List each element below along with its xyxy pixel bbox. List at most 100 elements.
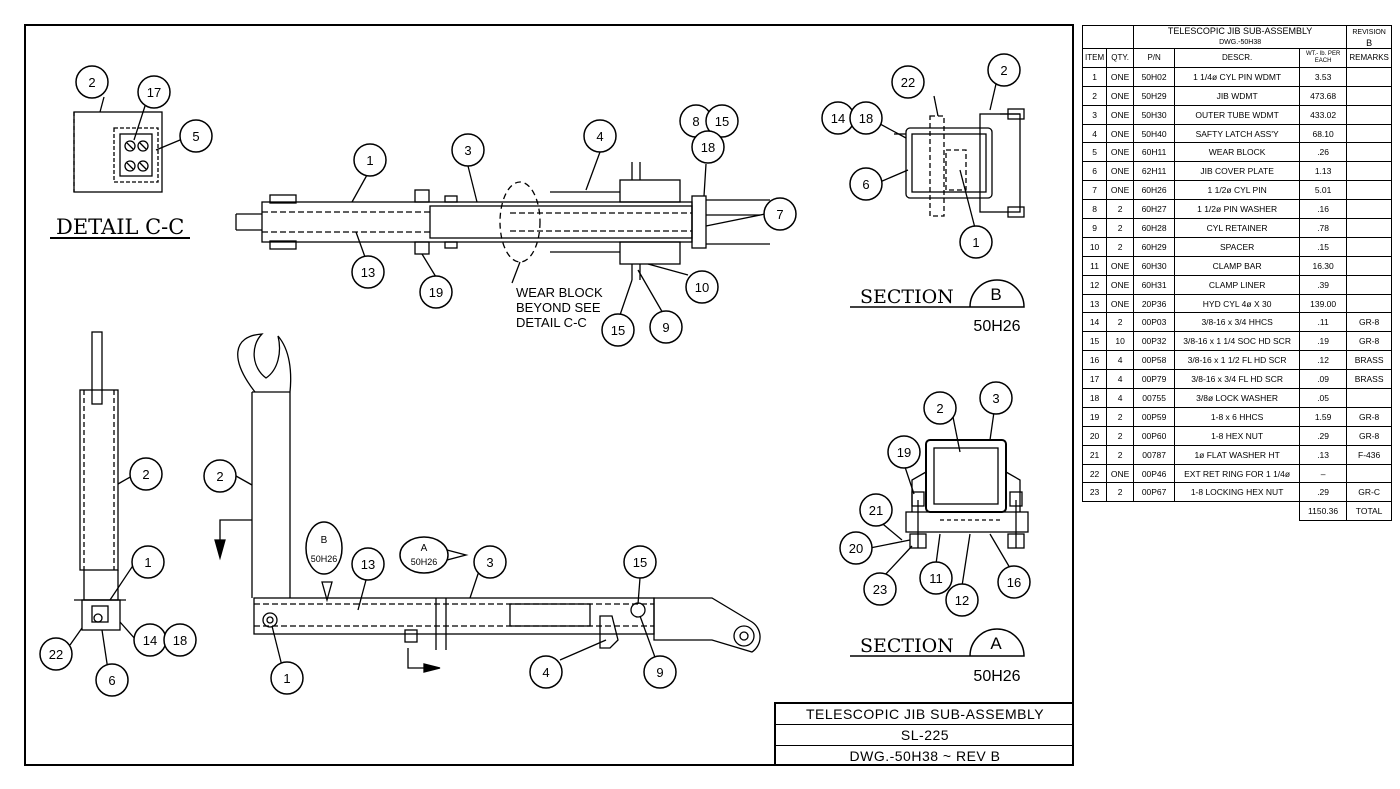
table-cell: 19	[1081, 406, 1108, 427]
section-a-letter: A	[990, 634, 1002, 653]
table-cell: 00P46	[1133, 463, 1176, 484]
table-cell: ONE	[1106, 293, 1135, 314]
table-cell: 2	[1106, 199, 1135, 220]
table-cell: CLAMP BAR	[1174, 255, 1301, 276]
table-cell	[1346, 180, 1393, 201]
table-cell: GR-8	[1346, 425, 1393, 446]
table-cell: 60H31	[1133, 274, 1176, 295]
balloon-label: 10	[695, 280, 709, 295]
table-cell: 60H28	[1133, 218, 1176, 238]
balloon-label: 15	[633, 555, 647, 570]
table-cell: 433.02	[1299, 104, 1348, 125]
section-b-view	[850, 83, 1025, 308]
cut-a-letter: A	[421, 543, 428, 554]
balloon-label: 13	[361, 557, 375, 572]
note-line-2: BEYOND SEE	[516, 300, 601, 315]
balloon-label: 4	[596, 129, 603, 144]
balloon-detail-2	[75, 65, 109, 99]
balloon-label: 21	[869, 503, 883, 518]
table-cell: 00787	[1133, 444, 1176, 465]
table-cell: .05	[1299, 388, 1348, 408]
table-cell: BRASS	[1346, 350, 1393, 371]
table-cell: 60H29	[1133, 236, 1176, 257]
table-cell: .09	[1299, 369, 1348, 390]
table-cell: 1 1/4ø CYL PIN WDMT	[1174, 66, 1301, 87]
table-cell: 62H11	[1133, 161, 1176, 182]
table-cell	[1346, 293, 1393, 314]
table-cell: 2	[1106, 482, 1135, 503]
table-cell: 3/8-16 x 3/4 HHCS	[1174, 312, 1301, 333]
table-cell: HYD CYL 4ø X 30	[1174, 293, 1301, 314]
table-cell	[1346, 199, 1393, 220]
note-line-1: WEAR BLOCK	[516, 285, 603, 300]
table-cell: WEAR BLOCK	[1174, 142, 1301, 163]
table-cell: 13	[1081, 293, 1108, 314]
table-cell: 4	[1081, 123, 1108, 144]
balloon-label: 9	[662, 320, 669, 335]
table-cell	[1346, 85, 1393, 106]
balloon-label: 7	[776, 207, 783, 222]
table-cell: 1-8 HEX NUT	[1174, 425, 1301, 446]
balloon-label: 1	[283, 671, 290, 686]
table-cell: .13	[1299, 444, 1348, 465]
balloon-label: 1	[144, 555, 151, 570]
table-cell: 4	[1106, 350, 1135, 371]
parts-table-title: TELESCOPIC JIB SUB-ASSEMBLY DWG.-50H38	[1133, 25, 1348, 49]
table-cell: ONE	[1106, 66, 1135, 87]
table-cell	[1346, 274, 1393, 295]
column-header: WT.- lb. PER EACH	[1299, 48, 1348, 68]
balloon-label: 20	[849, 541, 863, 556]
table-cell: 21	[1081, 444, 1108, 465]
note-line-3: DETAIL C-C	[516, 315, 587, 330]
table-cell	[1346, 142, 1393, 163]
balloon-label: 16	[1007, 575, 1021, 590]
top-view	[235, 151, 770, 316]
column-header: REMARKS	[1346, 48, 1393, 68]
table-cell: ONE	[1106, 274, 1135, 295]
table-cell: 22	[1081, 463, 1108, 484]
table-cell: 16	[1081, 350, 1108, 371]
total-weight: 1150.36	[1299, 501, 1348, 522]
table-cell: 00P32	[1133, 331, 1176, 352]
balloon-label: 13	[361, 265, 375, 280]
table-cell: CYL RETAINER	[1174, 218, 1301, 238]
table-cell: 00P79	[1133, 369, 1176, 390]
table-cell: ONE	[1106, 85, 1135, 106]
table-cell	[1346, 255, 1393, 276]
drawing-area: 2 17 5 1 3 4 8 15 18 7 13 19 10 15 9 14 …	[39, 53, 1031, 697]
table-cell: 2	[1106, 218, 1135, 238]
column-header: DESCR.	[1174, 48, 1301, 68]
balloon-label: 15	[715, 114, 729, 129]
section-b-ref: 50H26	[973, 318, 1020, 335]
title-block: TELESCOPIC JIB SUB-ASSEMBLY SL-225 DWG.-…	[774, 702, 1074, 766]
balloon-label: 2	[216, 469, 223, 484]
table-cell: 2	[1106, 425, 1135, 446]
detail-c-c-view	[50, 96, 190, 239]
table-cell: 18	[1081, 388, 1108, 408]
table-cell: BRASS	[1346, 369, 1393, 390]
section-a-title: SECTION	[860, 635, 954, 657]
table-cell: 20P36	[1133, 293, 1176, 314]
column-header: P/N	[1133, 48, 1176, 68]
table-cell: .16	[1299, 199, 1348, 220]
table-cell: 1-8 LOCKING HEX NUT	[1174, 482, 1301, 503]
table-cell: ONE	[1106, 180, 1135, 201]
table-cell: .26	[1299, 142, 1348, 163]
revision-value: B	[1366, 38, 1373, 48]
table-cell: 20	[1081, 425, 1108, 446]
table-cell: 11	[1081, 255, 1108, 276]
table-cell: GR-8	[1346, 406, 1393, 427]
balloon-label: 3	[486, 555, 493, 570]
table-cell: 23	[1081, 482, 1108, 503]
table-cell: OUTER TUBE WDMT	[1174, 104, 1301, 125]
column-header: QTY.	[1106, 48, 1135, 68]
table-cell: 4	[1106, 388, 1135, 408]
